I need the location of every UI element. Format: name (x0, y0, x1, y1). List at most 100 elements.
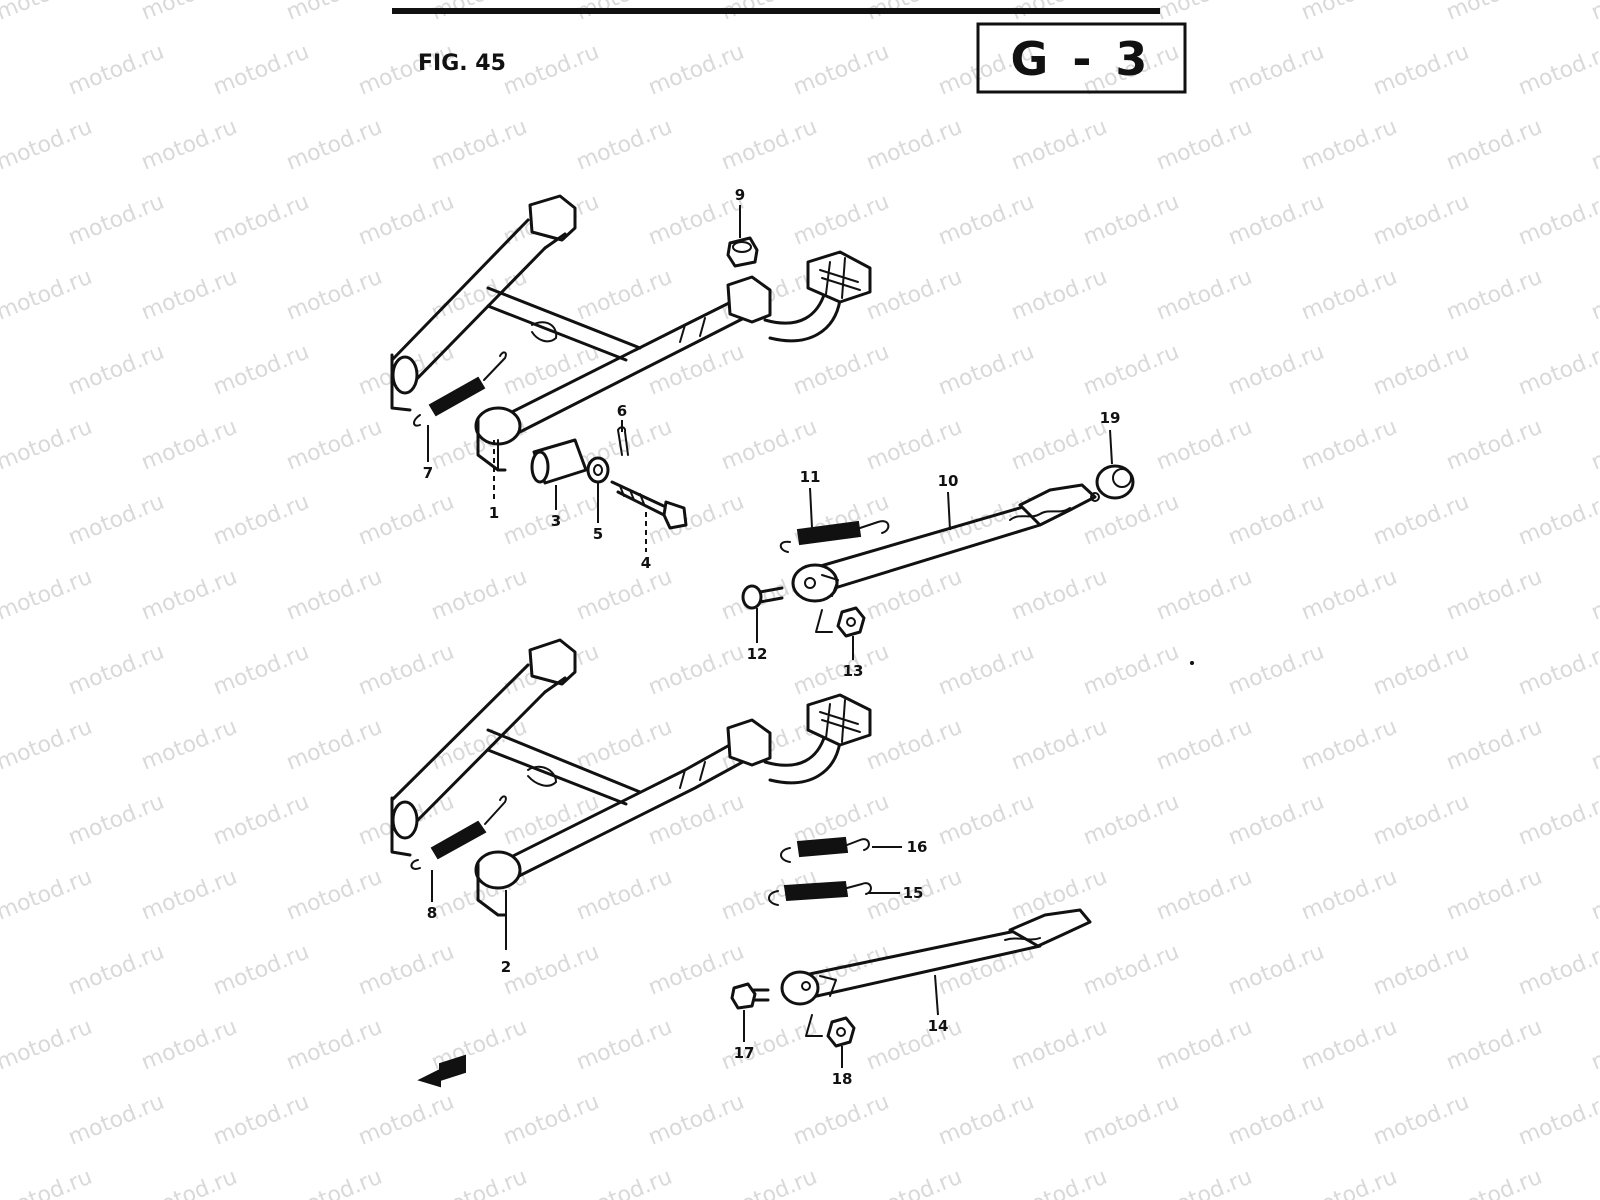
side-stand-upper (791, 483, 1100, 603)
watermark-text: motod.ru (1515, 1090, 1600, 1151)
watermark-text: motod.ru (1443, 415, 1546, 476)
watermark-text: motod.ru (1588, 1165, 1600, 1200)
watermark-text: motod.ru (1225, 190, 1328, 251)
watermark-text: motod.ru (1080, 190, 1183, 251)
watermark-text: motod.ru (573, 1015, 676, 1076)
watermark-text: motod.ru (428, 115, 531, 176)
callout-9: 9 (735, 186, 745, 204)
leader-lines (427, 205, 1113, 1068)
watermark-text: motod.ru (65, 190, 168, 251)
watermark-text: motod.ru (1153, 1165, 1256, 1200)
watermark-text: motod.ru (283, 715, 386, 776)
bolt-part-17 (730, 982, 770, 1010)
watermark-text: motod.ru (355, 1090, 458, 1151)
watermark-text: motod.ru (1008, 265, 1111, 326)
watermark-text: motod.ru (1515, 190, 1600, 251)
center-stand-lower (390, 638, 872, 917)
watermark-text: motod.ru (1443, 865, 1546, 926)
spring-part-8 (410, 795, 507, 870)
watermark-text: motod.ru (138, 115, 241, 176)
watermark-text: motod.ru (1515, 790, 1600, 851)
watermark-text: motod.ru (283, 565, 386, 626)
watermark-text: motod.ru (210, 40, 313, 101)
watermark-text: motod.ru (500, 40, 603, 101)
side-stand-lower (780, 908, 1092, 1006)
watermark-text: motod.ru (355, 190, 458, 251)
watermark-text: motod.ru (210, 940, 313, 1001)
figure-label: FIG. 45 (418, 51, 506, 76)
callout-8: 8 (427, 904, 437, 922)
watermark-text: motod.ru (1298, 1165, 1401, 1200)
watermark-text: motod.ru (790, 190, 893, 251)
watermark-text: motod.ru (790, 40, 893, 101)
callout-11: 11 (800, 468, 821, 486)
watermark-text: motod.ru (935, 790, 1038, 851)
watermark-text: motod.ru (645, 490, 748, 551)
watermark-text: motod.ru (645, 40, 748, 101)
watermark-text: motod.ru (863, 1165, 966, 1200)
callout-3: 3 (551, 512, 561, 530)
watermark-text: motod.ru (1008, 715, 1111, 776)
watermark-text: motod.ru (1225, 1090, 1328, 1151)
watermark-text: motod.ru (863, 265, 966, 326)
watermark-text: motod.ru (65, 490, 168, 551)
watermark-text: motod.ru (500, 1090, 603, 1151)
watermark-text: motod.ru (210, 190, 313, 251)
watermark-text: motod.ru (1080, 1090, 1183, 1151)
watermark-text: motod.ru (645, 790, 748, 851)
watermark-text: motod.ru (0, 1015, 96, 1076)
watermark-text: motod.ru (283, 1165, 386, 1200)
watermark-text: motod.ru (1153, 865, 1256, 926)
watermark-text: motod.ru (138, 265, 241, 326)
watermark-text: motod.ru (1588, 565, 1600, 626)
watermark-text: motod.ru (1298, 715, 1401, 776)
watermark-text: motod.ru (863, 115, 966, 176)
watermark-text: motod.ru (1443, 1165, 1546, 1200)
watermark-text: motod.ru (210, 790, 313, 851)
watermark-text: motod.ru (1370, 40, 1473, 101)
watermark-text: motod.ru (1153, 265, 1256, 326)
front-arrow-icon (417, 1054, 466, 1088)
watermark-text: motod.ru (1370, 790, 1473, 851)
watermark-text: motod.ru (65, 790, 168, 851)
watermark-text: motod.ru (1298, 865, 1401, 926)
spring-part-7 (413, 351, 507, 427)
watermark-text: motod.ru (1298, 0, 1401, 26)
watermark-text: motod.ru (283, 265, 386, 326)
watermark-text: motod.ru (645, 1090, 748, 1151)
watermark-text: motod.ru (573, 715, 676, 776)
watermark-text: motod.ru (65, 40, 168, 101)
watermark-text: motod.ru (1225, 490, 1328, 551)
center-stand-upper (390, 194, 872, 472)
watermark-text: motod.ru (1588, 865, 1600, 926)
bolt-part-4 (610, 480, 688, 530)
watermark-text: motod.ru (1298, 1015, 1401, 1076)
watermark-text: motod.ru (1443, 715, 1546, 776)
watermark-text: motod.ru (428, 565, 531, 626)
watermark-text: motod.ru (210, 1090, 313, 1151)
spring-part-11 (779, 520, 890, 553)
watermark-text: motod.ru (500, 940, 603, 1001)
cap-part-9 (726, 236, 759, 268)
watermark-text: motod.ru (1443, 565, 1546, 626)
watermark-text: motod.ru (138, 1015, 241, 1076)
watermark-text: motod.ru (210, 340, 313, 401)
watermark-text: motod.ru (1298, 265, 1401, 326)
watermark-text: motod.ru (428, 1165, 531, 1200)
callout-19: 19 (1100, 409, 1121, 427)
collar-part-3 (530, 438, 588, 485)
watermark-text: motod.ru (1225, 790, 1328, 851)
watermark-text: motod.ru (1225, 940, 1328, 1001)
watermark-text: motod.ru (1080, 490, 1183, 551)
watermark-text: motod.ru (790, 1090, 893, 1151)
watermark-text: motod.ru (718, 115, 821, 176)
callout-14: 14 (928, 1017, 949, 1035)
callout-2: 2 (501, 958, 511, 976)
watermark-text: motod.ru (1370, 1090, 1473, 1151)
watermark-text: motod.ru (0, 865, 96, 926)
watermark-text: motod.ru (1153, 115, 1256, 176)
watermark-text: motod.ru (1153, 715, 1256, 776)
spring-part-15 (768, 880, 872, 906)
callout-10: 10 (938, 472, 959, 490)
